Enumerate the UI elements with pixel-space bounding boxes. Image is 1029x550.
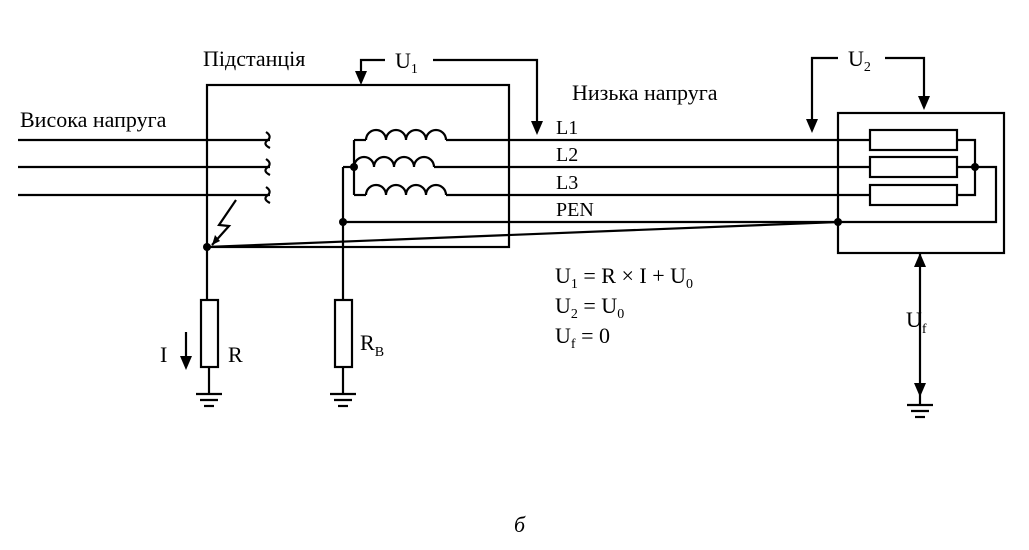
- line-L3-label: L3: [556, 172, 578, 194]
- resistance-RB-label: RB: [360, 330, 384, 360]
- resistor-R: [199, 298, 220, 369]
- resistor-RB-ground: [330, 298, 356, 408]
- current-label: I: [160, 342, 167, 367]
- substation-label: Підстанція: [203, 46, 305, 71]
- low-voltage-lines: [343, 138, 870, 224]
- equation-uf: Uf = 0: [555, 323, 610, 352]
- u1-voltage-arrow: [355, 58, 543, 135]
- u2-label: U2: [848, 46, 871, 75]
- resistance-R-label: R: [228, 342, 243, 367]
- equation-u1: U1 = R × I + U0: [555, 263, 693, 292]
- transformer-coils: [339, 128, 448, 300]
- line-PEN-label: PEN: [556, 199, 594, 221]
- resistor-RB: [333, 298, 354, 369]
- line-L2-label: L2: [556, 144, 578, 166]
- low-voltage-label: Низька напруга: [572, 80, 718, 105]
- high-voltage-label: Висока напруга: [20, 107, 167, 132]
- fault-lightning-icon: [211, 199, 237, 246]
- u1-label: U1: [395, 48, 418, 77]
- consumer-enclosure: [834, 111, 1006, 255]
- consumer-ground: [907, 253, 933, 419]
- line-L1-label: L1: [556, 117, 578, 139]
- equation-u2: U2 = U0: [555, 293, 624, 322]
- figure-caption: б: [514, 512, 526, 537]
- current-arrow: [180, 332, 192, 370]
- substation-earth-line: [196, 220, 839, 408]
- uf-label: Uf: [906, 307, 927, 337]
- u2-voltage-arrow: [806, 56, 930, 133]
- high-voltage-lines: [18, 131, 271, 204]
